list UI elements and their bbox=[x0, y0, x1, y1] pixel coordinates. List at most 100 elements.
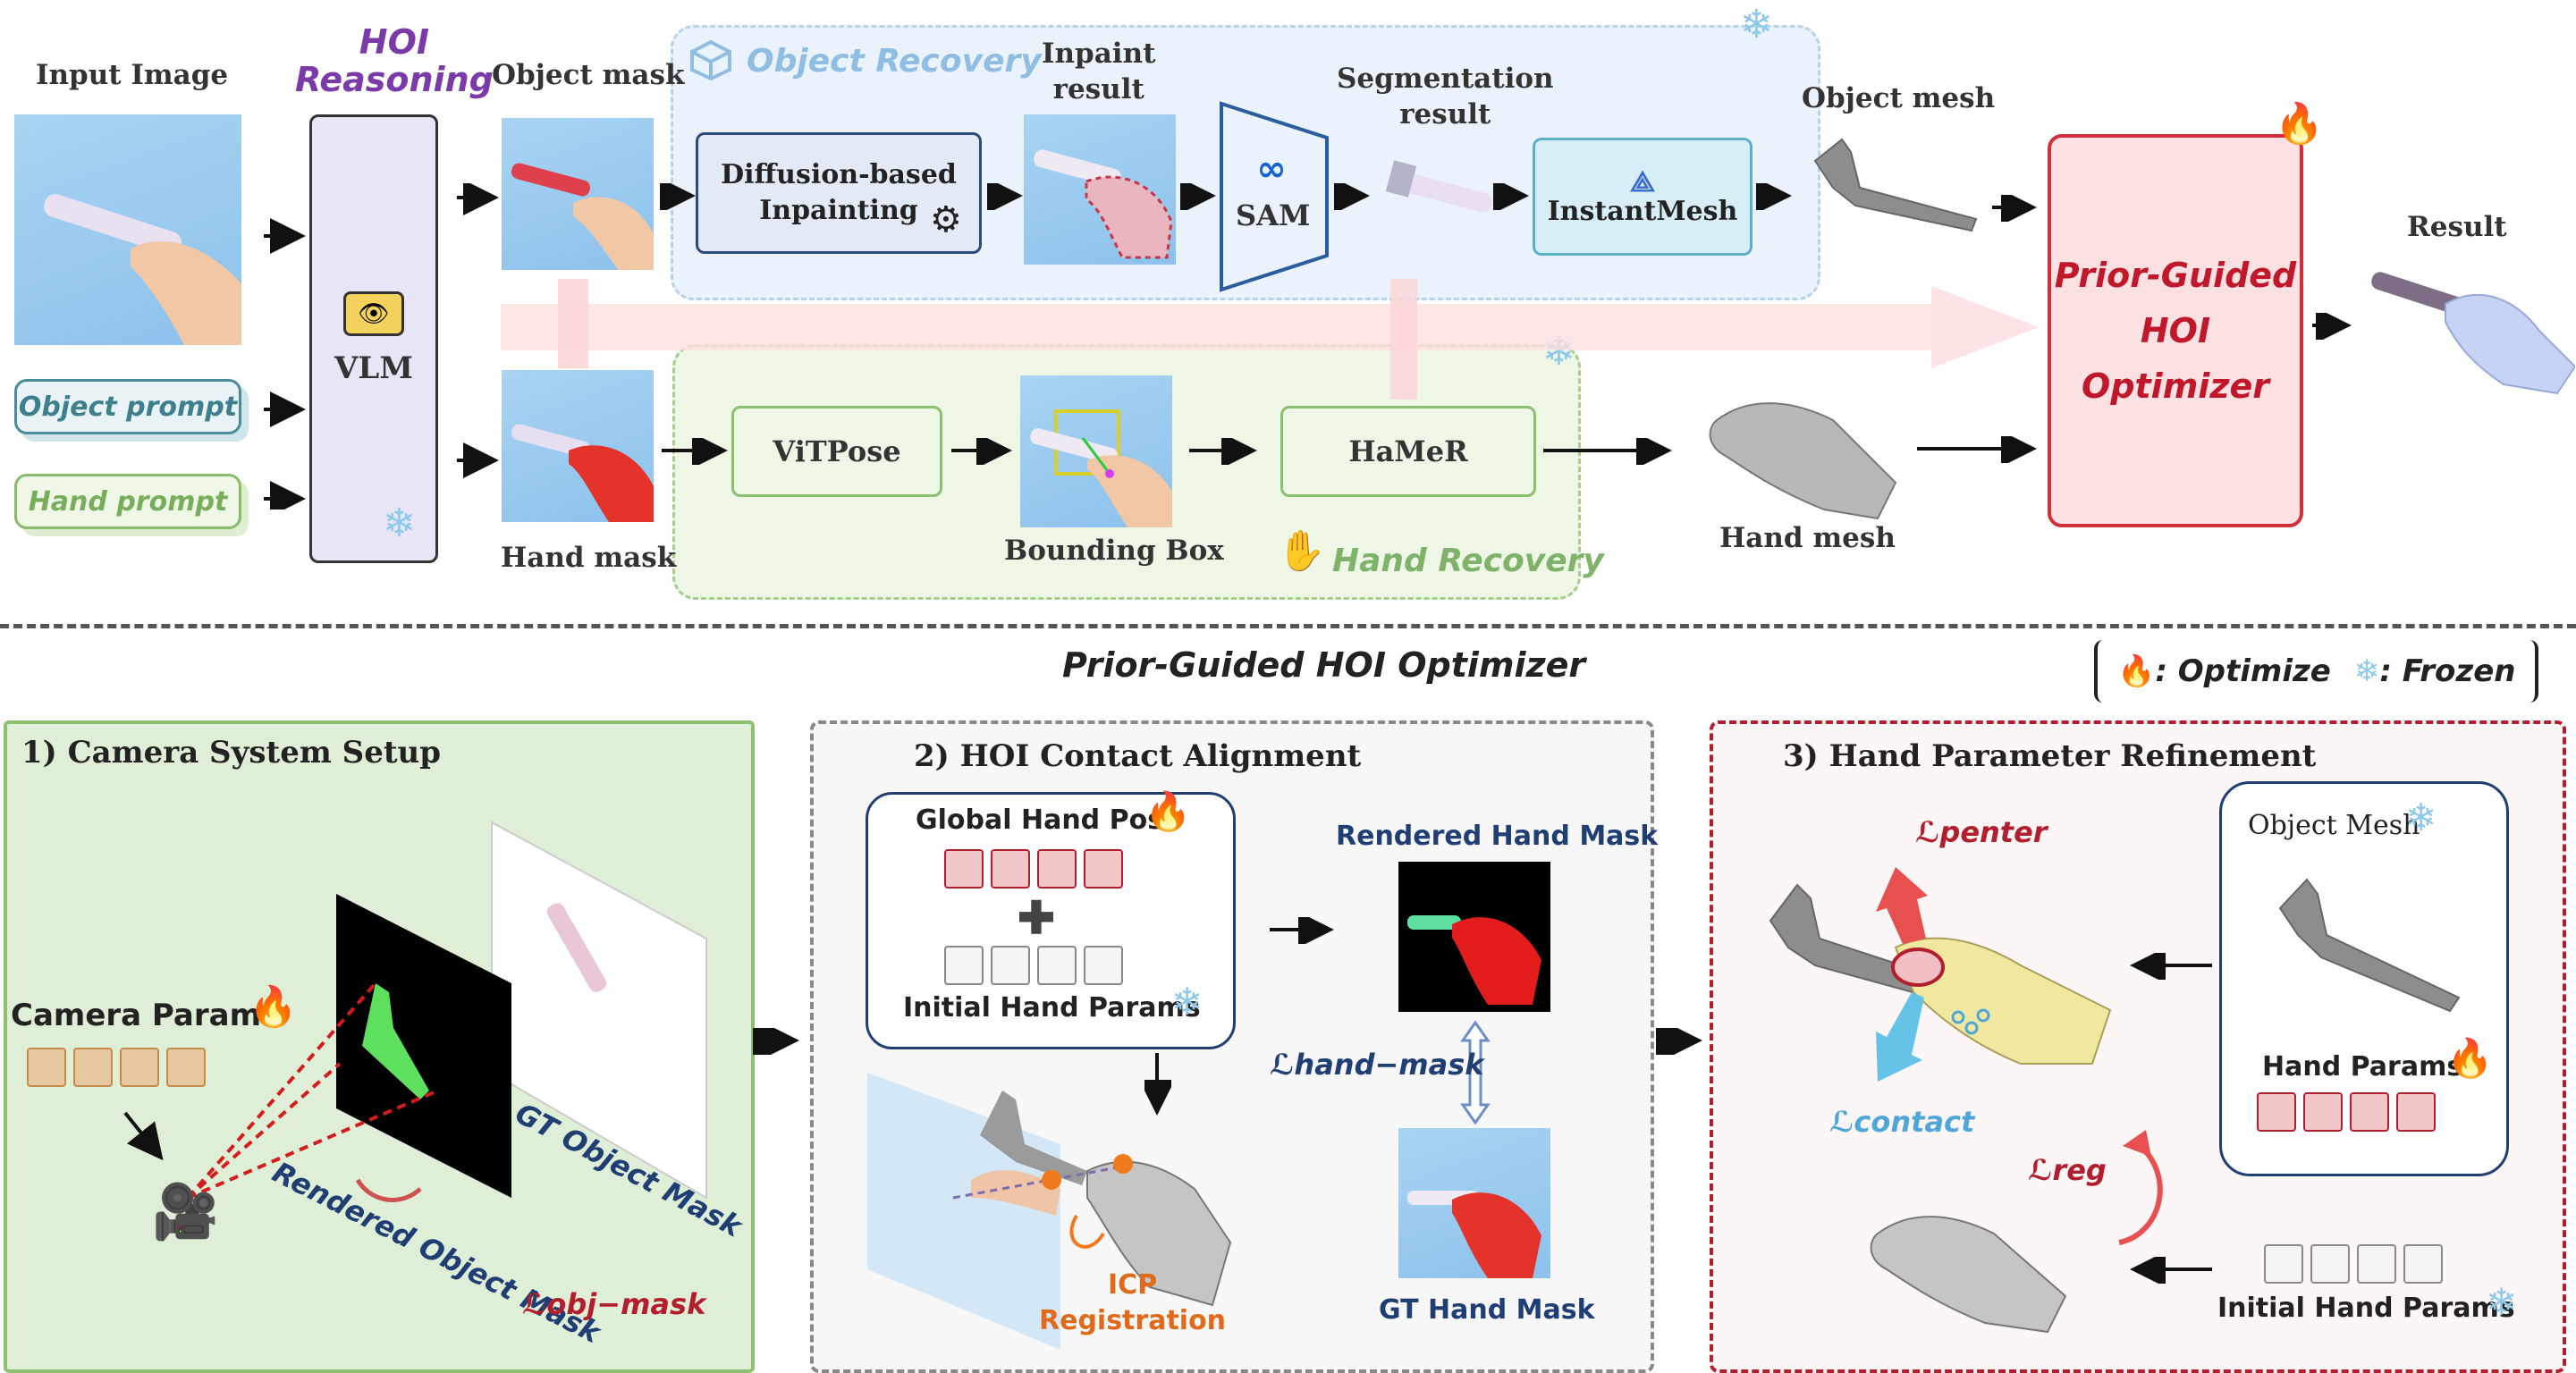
arrow-panel2-to-panel3 bbox=[1656, 1028, 1702, 1055]
arrow-sam-to-seg bbox=[1334, 183, 1370, 210]
snowflake-icon: ❄ bbox=[1171, 982, 1204, 1023]
input-image bbox=[14, 114, 241, 345]
initial-params-blocks-p3 bbox=[2264, 1244, 2450, 1288]
vertical-link-left bbox=[558, 279, 588, 368]
arrow-to-rendered-hand-mask bbox=[1270, 917, 1334, 944]
sam-label: SAM bbox=[1236, 198, 1311, 232]
hand-mask-label: Hand mask bbox=[501, 542, 677, 574]
camera-params-label: Camera Params bbox=[11, 998, 280, 1033]
hand-prompt: Hand prompt bbox=[14, 474, 241, 529]
result-label: Result bbox=[2407, 211, 2507, 243]
sam-block: ∞ bbox=[1220, 101, 1329, 292]
object-prompt: Object prompt bbox=[14, 379, 241, 434]
segmentation-result-image bbox=[1385, 150, 1493, 244]
arrow-instantmesh-to-object bbox=[1756, 183, 1792, 210]
initial-params-blocks bbox=[944, 946, 1130, 990]
rendered-hand-mask-image bbox=[1398, 862, 1550, 1012]
object-recovery-label: Object Recovery bbox=[747, 43, 1042, 80]
result-image bbox=[2361, 259, 2576, 407]
arrow-group-to-scene bbox=[2130, 953, 2212, 980]
camera-icon: 🎥 bbox=[152, 1183, 219, 1242]
bounding-box-image bbox=[1020, 375, 1172, 527]
global-hand-pose-label: Global Hand Pose bbox=[916, 804, 1182, 836]
loss-obj-mask: ℒobj−mask bbox=[522, 1287, 706, 1321]
snowflake-icon: ❄ bbox=[2353, 655, 2380, 688]
hamer-label: HaMeR bbox=[1348, 434, 1468, 468]
fire-icon: 🔥 bbox=[1144, 792, 1192, 833]
legend-frozen: : Frozen bbox=[2379, 653, 2516, 689]
loss-reg: ℒreg bbox=[2028, 1153, 2107, 1187]
double-arrow bbox=[1460, 1020, 1491, 1125]
camera-params-blocks bbox=[27, 1048, 213, 1091]
panel1-title: 1) Camera System Setup bbox=[21, 735, 442, 771]
svg-text:∞: ∞ bbox=[1256, 148, 1286, 190]
initial-hand-mesh bbox=[1860, 1198, 2083, 1345]
loss-penter: ℒpenter bbox=[1915, 815, 2048, 849]
openai-icon: ⚙ bbox=[930, 199, 962, 240]
fire-icon: 🔥 bbox=[2117, 655, 2156, 688]
icp-registration-label: ICP Registration bbox=[1039, 1269, 1227, 1336]
hand-mask-image bbox=[502, 370, 654, 522]
loss-hand-mask: ℒhand−mask bbox=[1270, 1048, 1484, 1082]
inpaint-result-image bbox=[1024, 114, 1176, 265]
refinement-scene bbox=[1769, 867, 2112, 1082]
object-mask-label: Object mask bbox=[492, 59, 685, 91]
snowflake-icon: ❄ bbox=[2486, 1283, 2518, 1324]
arrow-bbox-to-hamer bbox=[1189, 438, 1257, 465]
fire-icon: 🔥 bbox=[249, 985, 298, 1029]
gt-hand-mask-image bbox=[1398, 1128, 1550, 1278]
loss-contact: ℒcontact bbox=[1829, 1105, 1975, 1139]
initial-hand-params-p3-label: Initial Hand Params bbox=[2217, 1293, 2515, 1324]
instantmesh-box: ⟁ InstantMesh bbox=[1533, 138, 1753, 256]
eye-icon: 👁 bbox=[343, 291, 404, 336]
arrow-initial-to-scene bbox=[2130, 1257, 2212, 1284]
diffusion-label: Diffusion-based Inpainting bbox=[721, 159, 957, 226]
hamer-box: HaMeR bbox=[1280, 406, 1536, 497]
bottom-title: Prior-Guided HOI Optimizer bbox=[1062, 645, 1586, 685]
object-mesh-image bbox=[1806, 134, 1985, 237]
instantmesh-icon: ⟁ bbox=[1629, 164, 1656, 198]
hand-params-label: Hand Params bbox=[2262, 1051, 2463, 1082]
inpaint-result-label: Inpaint result bbox=[1042, 38, 1156, 105]
arrow-diffusion-to-inpaint bbox=[987, 183, 1023, 210]
arrow-to-diffusion bbox=[660, 183, 696, 210]
icp-scene bbox=[867, 1073, 1232, 1350]
vlm-label: VLM bbox=[334, 350, 413, 386]
arrow-handmesh-to-optimizer bbox=[1917, 436, 2037, 463]
hand-mesh-label: Hand mesh bbox=[1719, 522, 1896, 554]
object-mesh-group-label: Object Mesh bbox=[2248, 810, 2420, 841]
rendered-hand-mask-label: Rendered Hand Mask bbox=[1336, 821, 1659, 852]
input-image-label: Input Image bbox=[36, 59, 229, 91]
hand-mesh-image bbox=[1699, 384, 1905, 532]
panel2-title: 2) HOI Contact Alignment bbox=[914, 738, 1362, 774]
arrow-optimizer-to-result bbox=[2312, 313, 2352, 340]
vlm-box: 👁 VLM bbox=[309, 114, 438, 563]
object-mesh-label: Object mesh bbox=[1802, 82, 1996, 114]
vitpose-label: ViTPose bbox=[773, 434, 901, 468]
bounding-box-label: Bounding Box bbox=[1004, 535, 1224, 567]
snowflake-icon: ❄ bbox=[2405, 798, 2437, 839]
camera-projection bbox=[123, 821, 707, 1202]
plus-icon: ✚ bbox=[1018, 893, 1055, 943]
hand-params-blocks bbox=[2257, 1092, 2443, 1136]
hand-wave-icon: ✋ bbox=[1277, 529, 1326, 573]
arrows-to-vlm bbox=[264, 218, 306, 510]
diffusion-inpainting-box: Diffusion-based Inpainting bbox=[696, 132, 982, 254]
instantmesh-label: InstantMesh bbox=[1547, 195, 1738, 227]
arrow-object-mesh-to-optimizer bbox=[1992, 195, 2037, 222]
hand-recovery-label: Hand Recovery bbox=[1332, 543, 1604, 579]
global-pose-blocks bbox=[944, 849, 1130, 893]
optimizer-label: Prior-Guided HOI Optimizer bbox=[2054, 256, 2297, 406]
object-recovery-cube-icon bbox=[688, 39, 733, 85]
arrow-inpaint-to-sam bbox=[1180, 183, 1216, 210]
fire-icon: 🔥 bbox=[2446, 1039, 2494, 1080]
hand-pose-group bbox=[866, 792, 1236, 1049]
initial-hand-params-label: Initial Hand Params bbox=[903, 992, 1201, 1023]
arrow-handmask-to-vitpose bbox=[662, 438, 728, 465]
object-mesh-thumb bbox=[2271, 872, 2468, 1020]
vertical-link-right bbox=[1390, 279, 1417, 400]
fire-icon: 🔥 bbox=[2275, 102, 2324, 146]
segmentation-result-label: Segmentation result bbox=[1337, 63, 1554, 131]
panel3-title: 3) Hand Parameter Refinement bbox=[1783, 738, 2317, 774]
arrow-vitpose-to-bbox bbox=[951, 438, 1012, 465]
